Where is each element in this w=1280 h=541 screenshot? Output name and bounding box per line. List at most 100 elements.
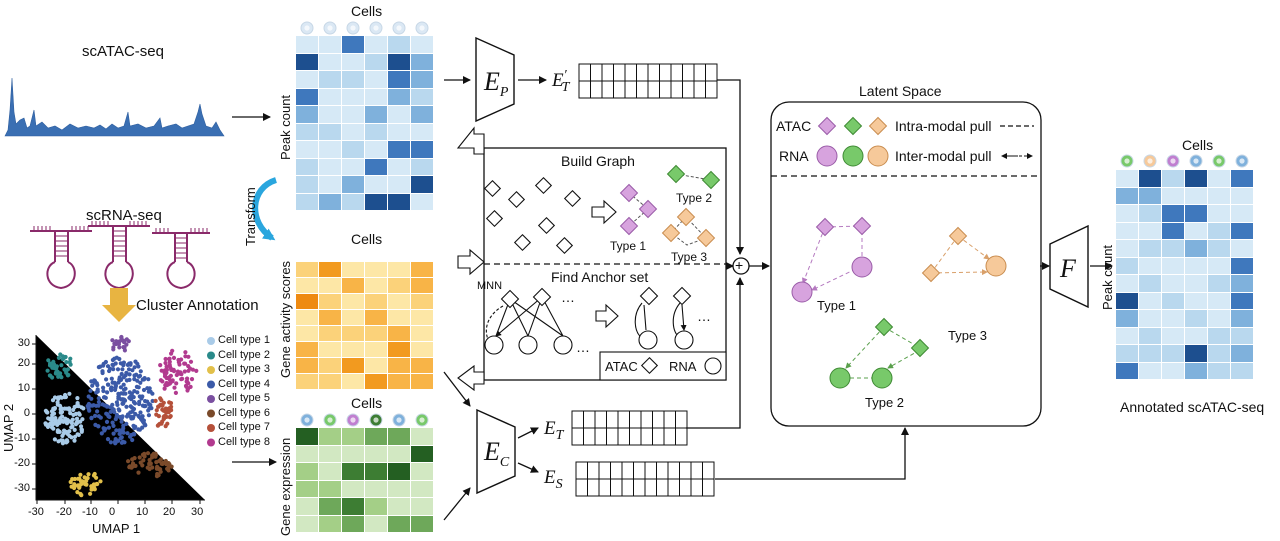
umap-point xyxy=(68,356,73,361)
peak-matrix-side-label: Peak count xyxy=(278,94,293,160)
matrix-cell xyxy=(388,358,410,373)
umap-point xyxy=(56,355,62,360)
matrix-cell xyxy=(342,463,364,480)
umap-point xyxy=(128,394,133,399)
umap-point xyxy=(76,411,81,416)
umap-point xyxy=(88,491,93,496)
umap-point xyxy=(150,391,155,396)
umap-point xyxy=(110,420,115,425)
matrix-cell xyxy=(388,123,410,140)
matrix-cell xyxy=(1162,362,1184,379)
matrix-cell xyxy=(365,106,387,123)
matrix-cell xyxy=(388,193,410,210)
umap-point xyxy=(156,414,161,419)
umap-point xyxy=(135,390,140,395)
umap-point xyxy=(147,466,152,472)
legend-swatch xyxy=(207,366,215,374)
transform-label: Transform xyxy=(243,187,258,246)
legend-swatch xyxy=(207,337,215,345)
umap-ytick: -30 xyxy=(14,482,30,494)
umap-ytick: 20 xyxy=(17,357,30,369)
umap-point xyxy=(134,384,139,389)
cell-dot-core xyxy=(1170,158,1176,164)
umap-point xyxy=(171,355,177,360)
umap-point xyxy=(111,407,116,412)
umap-point xyxy=(82,475,87,480)
matrix-cell xyxy=(319,158,341,175)
umap-point xyxy=(84,478,89,483)
umap-point xyxy=(118,361,123,366)
atac-signal-track xyxy=(4,77,225,137)
umap-point xyxy=(110,380,115,385)
umap-point xyxy=(170,379,175,384)
matrix-cell xyxy=(388,310,410,325)
matrix-cell xyxy=(1139,275,1161,292)
gene-expression-matrix xyxy=(296,428,433,532)
umap-point xyxy=(183,350,188,355)
umap-point xyxy=(140,394,145,399)
umap-point xyxy=(72,484,77,489)
umap-point xyxy=(138,410,143,415)
umap-point xyxy=(77,485,82,490)
umap-point xyxy=(176,357,181,363)
umap-point xyxy=(108,409,113,414)
umap-point xyxy=(175,369,180,374)
umap-point xyxy=(64,438,69,443)
matrix-cell xyxy=(1139,362,1161,379)
umap-point xyxy=(72,438,77,443)
matrix-cell xyxy=(1162,187,1184,204)
matrix-cell xyxy=(411,498,433,515)
umap-point xyxy=(169,408,174,413)
matrix-cell xyxy=(1231,205,1253,222)
legend-swatch xyxy=(207,409,215,418)
encoder-ep-label: EP xyxy=(484,67,508,101)
matrix-cell xyxy=(319,193,341,210)
matrix-cell xyxy=(342,294,364,309)
umap-point xyxy=(137,455,142,460)
umap-ylabel: UMAP 2 xyxy=(1,403,16,452)
umap-point xyxy=(124,404,129,409)
umap-point xyxy=(158,457,163,462)
matrix-cell xyxy=(296,193,318,210)
umap-point xyxy=(158,467,163,472)
matrix-cell xyxy=(1139,170,1161,187)
umap-point xyxy=(107,368,112,374)
umap-point xyxy=(112,356,117,361)
encoder-ec-letter: E xyxy=(484,437,500,466)
matrix-cell xyxy=(1208,310,1230,327)
umap-point xyxy=(105,364,111,369)
umap-point xyxy=(74,403,79,408)
matrix-cell xyxy=(1162,170,1184,187)
legend-label: Cell type 5 xyxy=(218,392,270,404)
umap-point xyxy=(119,371,124,377)
es-label: ES xyxy=(544,467,563,493)
encoder-ec-sub: C xyxy=(499,455,510,471)
cell-dot-core xyxy=(304,25,310,31)
build-graph-title: Build Graph xyxy=(561,153,635,169)
umap-point xyxy=(61,431,66,436)
umap-point xyxy=(168,373,173,378)
build-graph-type3-label: Type 3 xyxy=(671,250,708,264)
matrix-cell xyxy=(1162,240,1184,257)
umap-legend-swatches xyxy=(207,337,215,447)
umap-point xyxy=(140,463,145,468)
matrix-cell xyxy=(342,428,364,445)
latent-legend-shapes xyxy=(816,116,889,167)
umap-point xyxy=(183,383,189,388)
matrix-cell xyxy=(388,374,410,389)
matrix-cell xyxy=(388,262,410,277)
matrix-cell xyxy=(388,71,410,88)
umap-point xyxy=(143,403,148,409)
umap-point xyxy=(111,347,116,352)
umap-point xyxy=(159,398,164,403)
matrix-cell xyxy=(411,480,433,497)
rna-hairpins xyxy=(30,225,210,290)
latent-space-box xyxy=(770,101,1042,427)
matrix-cell xyxy=(342,445,364,462)
umap-point xyxy=(147,457,152,463)
umap-point xyxy=(59,406,64,411)
umap-point xyxy=(169,464,174,469)
encoder-ec-shape xyxy=(476,408,516,495)
cell-dot-core xyxy=(1216,158,1222,164)
umap-point xyxy=(121,375,126,380)
